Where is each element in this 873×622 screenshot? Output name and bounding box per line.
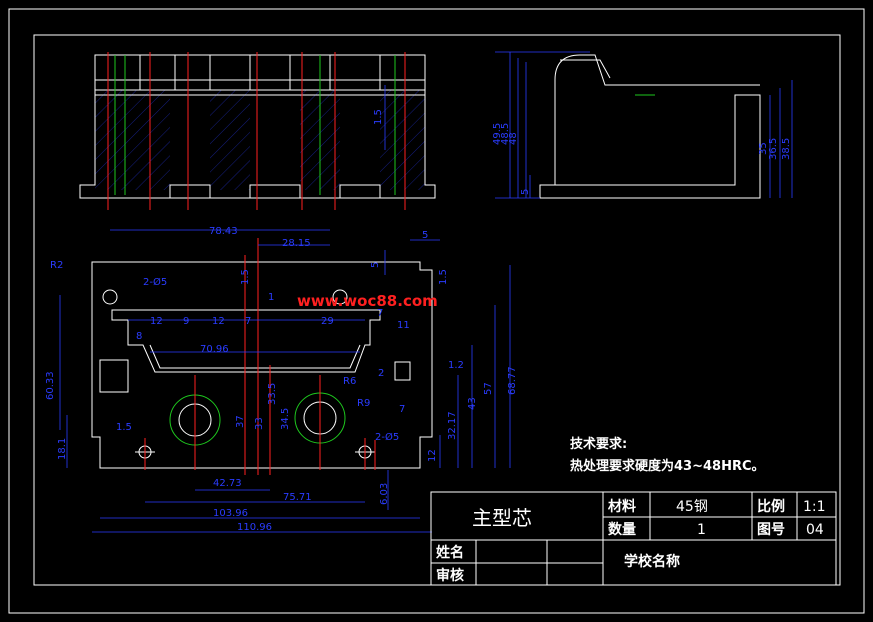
dimension-label: 7 (245, 316, 251, 327)
dimension-label: 1.5 (240, 269, 251, 285)
dimension-label: 1.2 (448, 360, 464, 371)
dimension-label: 60.33 (45, 371, 56, 400)
plan-view: 78.43 28.15 5 5 R2 2-Ø5 1.5 1.5 1 12 9 1… (45, 226, 518, 533)
dimension-label: 33 (254, 417, 265, 430)
dimension-label: 2 (378, 368, 384, 379)
quantity-value: 1 (697, 522, 706, 538)
dimension-label: 75.71 (283, 492, 312, 503)
dimension-label: 36.5 (768, 138, 779, 160)
dimension-label: 110.96 (237, 522, 272, 533)
dimension-label: 42.73 (213, 478, 242, 489)
dimension-label: 6.03 (379, 483, 390, 505)
side-view: 49.5 48.5 48 5 35 36.5 38.5 (492, 51, 793, 199)
outer-border (8, 8, 865, 614)
quantity-label: 数量 (608, 521, 636, 538)
dimension-label: 1.5 (116, 422, 132, 433)
part-name: 主型芯 (472, 506, 532, 530)
dimension-label: 5 (520, 189, 531, 195)
dimension-label: 78.43 (209, 226, 238, 237)
dimension-label: 43 (467, 397, 478, 410)
tech-notes-text: 热处理要求硬度为43~48HRC。 (570, 458, 765, 474)
dimension-label: 2-Ø5 (143, 276, 167, 288)
dimension-label: 103.96 (213, 508, 248, 519)
dimension-label: 1.5 (438, 269, 449, 285)
title-block: 主型芯 材料 45钢 比例 1:1 数量 1 图号 04 姓名 审核 学校名称 (430, 491, 837, 586)
dimension-label: 29 (321, 316, 334, 327)
dimension-label: 34.5 (280, 408, 291, 430)
dimension-label: 2-Ø5 (375, 431, 399, 443)
dimension-label: 37 (235, 415, 246, 428)
tech-notes-title: 技术要求: (570, 436, 627, 452)
dimension-label: 18.1 (57, 438, 68, 460)
dimension-label: 28.15 (282, 238, 311, 249)
dimension-label: 33.5 (267, 383, 278, 405)
dimension-label: 5 (422, 230, 428, 241)
school-name: 学校名称 (624, 553, 680, 570)
scale-label: 比例 (757, 498, 785, 515)
dimension-label: 1.5 (373, 109, 384, 125)
dimension-label: 38.5 (781, 138, 792, 160)
dimension-label: 35 (758, 142, 769, 155)
watermark: www.woc88.com (297, 292, 438, 310)
dimension-label: 70.96 (200, 344, 229, 355)
dimension-label: R9 (357, 398, 370, 409)
name-label: 姓名 (436, 544, 464, 561)
scale-value: 1:1 (803, 499, 826, 515)
dimension-label: 9 (183, 316, 189, 327)
dimension-label: 12 (150, 316, 163, 327)
drawing-number-value: 04 (806, 522, 824, 538)
dimension-label: 49.5 (492, 123, 503, 145)
dimension-label: R2 (50, 260, 63, 271)
dimension-label: 1 (268, 292, 274, 303)
dimension-label: 48 (508, 132, 519, 145)
dimension-label: 7 (399, 404, 405, 415)
dimension-label: 5 (370, 262, 381, 268)
material-value: 45钢 (676, 499, 708, 515)
review-label: 审核 (436, 567, 464, 584)
drawing-number-label: 图号 (757, 522, 785, 538)
dimension-label: 32.17 (447, 411, 458, 440)
material-label: 材料 (608, 498, 636, 515)
section-view: 1.5 (79, 52, 436, 210)
dimension-label: 7 (377, 308, 383, 319)
dimension-label: 68.77 (507, 366, 518, 395)
dimension-label: 48.5 (500, 123, 511, 145)
dimension-label: 11 (397, 320, 410, 331)
dimension-label: 12 (212, 316, 225, 327)
dimension-label: 57 (483, 382, 494, 395)
dimension-label: 8 (136, 331, 142, 342)
dimension-label: 12 (427, 449, 438, 462)
dimension-label: R6 (343, 376, 356, 387)
